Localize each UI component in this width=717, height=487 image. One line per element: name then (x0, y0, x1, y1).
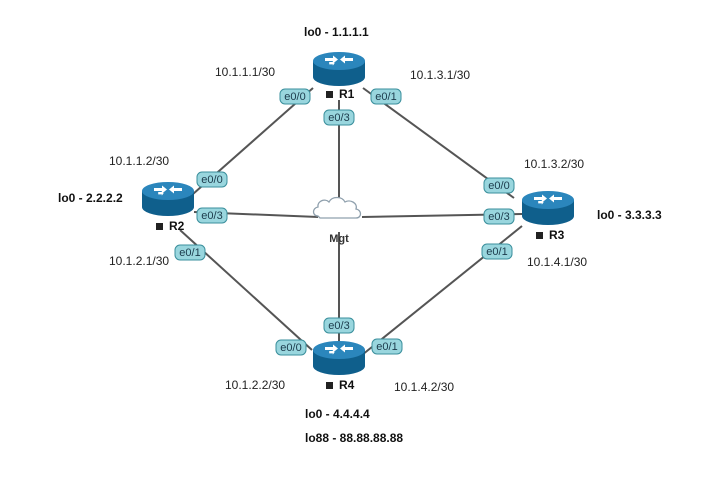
svg-text:e0/1: e0/1 (376, 341, 397, 353)
router-r3[interactable] (522, 191, 574, 225)
router-name-r2: R2 (169, 219, 185, 233)
subnet-label: 10.1.1.1/30 (215, 65, 275, 79)
port-r3-e01[interactable]: e0/1 (481, 243, 513, 260)
port-r1-e03[interactable]: e0/3 (323, 109, 355, 126)
router-name-r3: R3 (549, 228, 565, 242)
svg-text:e0/0: e0/0 (280, 342, 301, 354)
loopback-r3: lo0 - 3.3.3.3 (597, 208, 662, 222)
subnet-label: 10.1.4.1/30 (527, 255, 587, 269)
svg-text:e0/0: e0/0 (201, 174, 222, 186)
svg-text:e0/3: e0/3 (328, 320, 349, 332)
port-r3-e00[interactable]: e0/0 (483, 177, 515, 194)
svg-text:e0/0: e0/0 (488, 180, 509, 192)
port-badges: e0/0 e0/1 e0/3 e0/0 e0/3 e0/1 e0/0 e0 (174, 88, 515, 356)
svg-text:e0/1: e0/1 (486, 246, 507, 258)
port-r1-e00[interactable]: e0/0 (279, 88, 311, 105)
cloud-label: Mgt (329, 233, 349, 245)
subnet-label: 10.1.3.1/30 (410, 68, 470, 82)
svg-text:e0/3: e0/3 (328, 112, 349, 124)
loopback2-r4: lo88 - 88.88.88.88 (305, 431, 403, 445)
subnet-label: 10.1.4.2/30 (394, 380, 454, 394)
subnet-label: 10.1.1.2/30 (109, 154, 169, 168)
svg-text:e0/1: e0/1 (179, 247, 200, 259)
loopback-r1: lo0 - 1.1.1.1 (304, 25, 369, 39)
port-r3-e03[interactable]: e0/3 (483, 208, 515, 225)
subnet-label: 10.1.2.2/30 (225, 378, 285, 392)
svg-text:e0/3: e0/3 (201, 210, 222, 222)
router-r4[interactable] (313, 341, 365, 375)
links (179, 87, 523, 356)
router-r2[interactable] (142, 182, 194, 216)
subnet-label: 10.1.2.1/30 (109, 254, 169, 268)
mgt-cloud: Mgt (312, 196, 362, 245)
port-r1-e01[interactable]: e0/1 (370, 88, 402, 105)
router-name-r1: R1 (339, 87, 355, 101)
router-name-r4: R4 (339, 378, 355, 392)
port-r4-e01[interactable]: e0/1 (371, 338, 403, 355)
port-r2-e01[interactable]: e0/1 (174, 244, 206, 261)
port-r2-e03[interactable]: e0/3 (196, 207, 228, 224)
port-r2-e00[interactable]: e0/0 (196, 171, 228, 188)
loopback-r2: lo0 - 2.2.2.2 (58, 191, 123, 205)
cloud-icon (312, 196, 362, 219)
router-r1[interactable] (313, 52, 365, 86)
svg-text:e0/0: e0/0 (284, 91, 305, 103)
svg-text:e0/1: e0/1 (375, 91, 396, 103)
port-r4-e00[interactable]: e0/0 (275, 339, 307, 356)
loopback-r4: lo0 - 4.4.4.4 (305, 407, 370, 421)
subnet-label: 10.1.3.2/30 (524, 157, 584, 171)
port-r4-e03[interactable]: e0/3 (323, 317, 355, 334)
svg-text:e0/3: e0/3 (488, 211, 509, 223)
